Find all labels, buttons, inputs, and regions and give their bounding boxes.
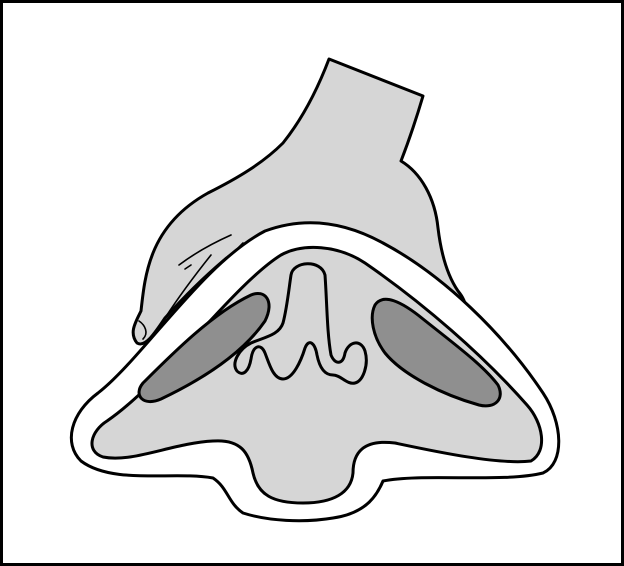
illustration-canvas — [3, 3, 621, 563]
